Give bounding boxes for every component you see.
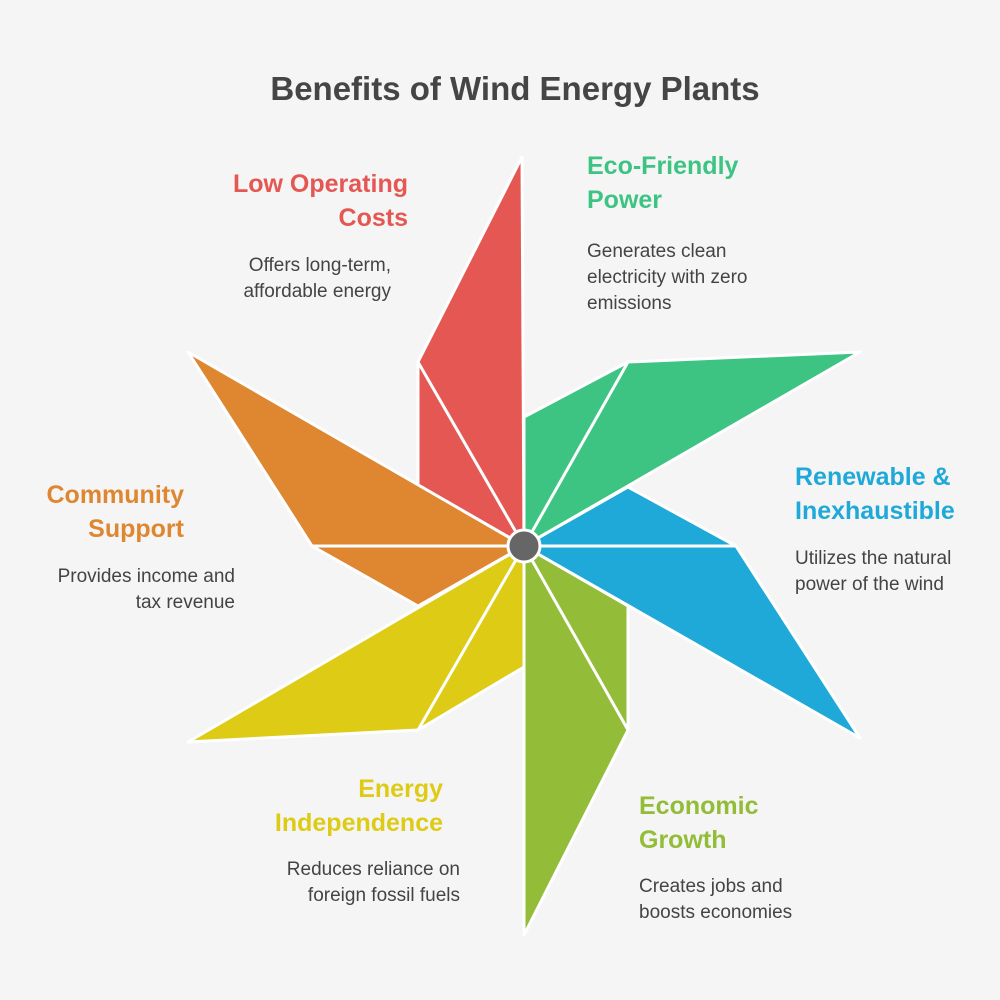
heading-line: Support [88, 515, 184, 543]
eco-desc: Generates clean electricity with zero emis… [587, 239, 748, 317]
desc-line: foreign fossil fuels [307, 885, 460, 906]
desc-line: tax revenue [135, 592, 235, 613]
desc-line: emissions [587, 293, 672, 314]
desc-line: power of the wind [795, 574, 944, 595]
desc-line: electricity with zero [587, 267, 748, 288]
desc-line: Reduces reliance on [286, 859, 460, 880]
economic-desc: Creates jobs and boosts economies [639, 874, 792, 926]
renewable-heading: Renewable & Inexhaustible [795, 460, 955, 528]
desc-line: Utilizes the natural [795, 548, 952, 569]
heading-line: Eco-Friendly [587, 152, 739, 180]
blade-divider [522, 361, 630, 547]
blade-divider [416, 545, 526, 731]
heading-line: Renewable & [795, 463, 951, 491]
page-title: Benefits of Wind Energy Plants [270, 70, 760, 107]
desc-line: Creates jobs and [639, 876, 783, 897]
desc-line: affordable energy [243, 281, 391, 302]
blade-economic [522, 544, 630, 937]
blade-divider [416, 361, 526, 547]
low-costs-desc: Offers long-term, affordable energy [243, 253, 391, 305]
heading-line: Economic [639, 792, 759, 820]
heading-line: Inexhaustible [795, 497, 955, 525]
community-desc: Provides income and tax revenue [58, 564, 235, 616]
heading-line: Independence [274, 809, 443, 837]
heading-line: Energy [358, 775, 443, 803]
heading-line: Low Operating [233, 170, 408, 198]
independence-desc: Reduces reliance on foreign fossil fuels [287, 857, 460, 909]
desc-line: Provides income and [57, 566, 235, 587]
blade-divider [522, 545, 630, 731]
heading-line: Costs [338, 204, 408, 232]
desc-line: Generates clean [587, 241, 727, 262]
heading-line: Community [46, 481, 185, 509]
blade-low-costs [416, 155, 526, 548]
heading-line: Power [587, 186, 663, 214]
desc-line: boosts economies [639, 902, 793, 923]
hub-circle [506, 528, 542, 564]
desc-line: Offers long-term, [248, 255, 391, 276]
renewable-desc: Utilizes the natural power of the wind [795, 546, 951, 598]
heading-line: Growth [639, 826, 727, 854]
